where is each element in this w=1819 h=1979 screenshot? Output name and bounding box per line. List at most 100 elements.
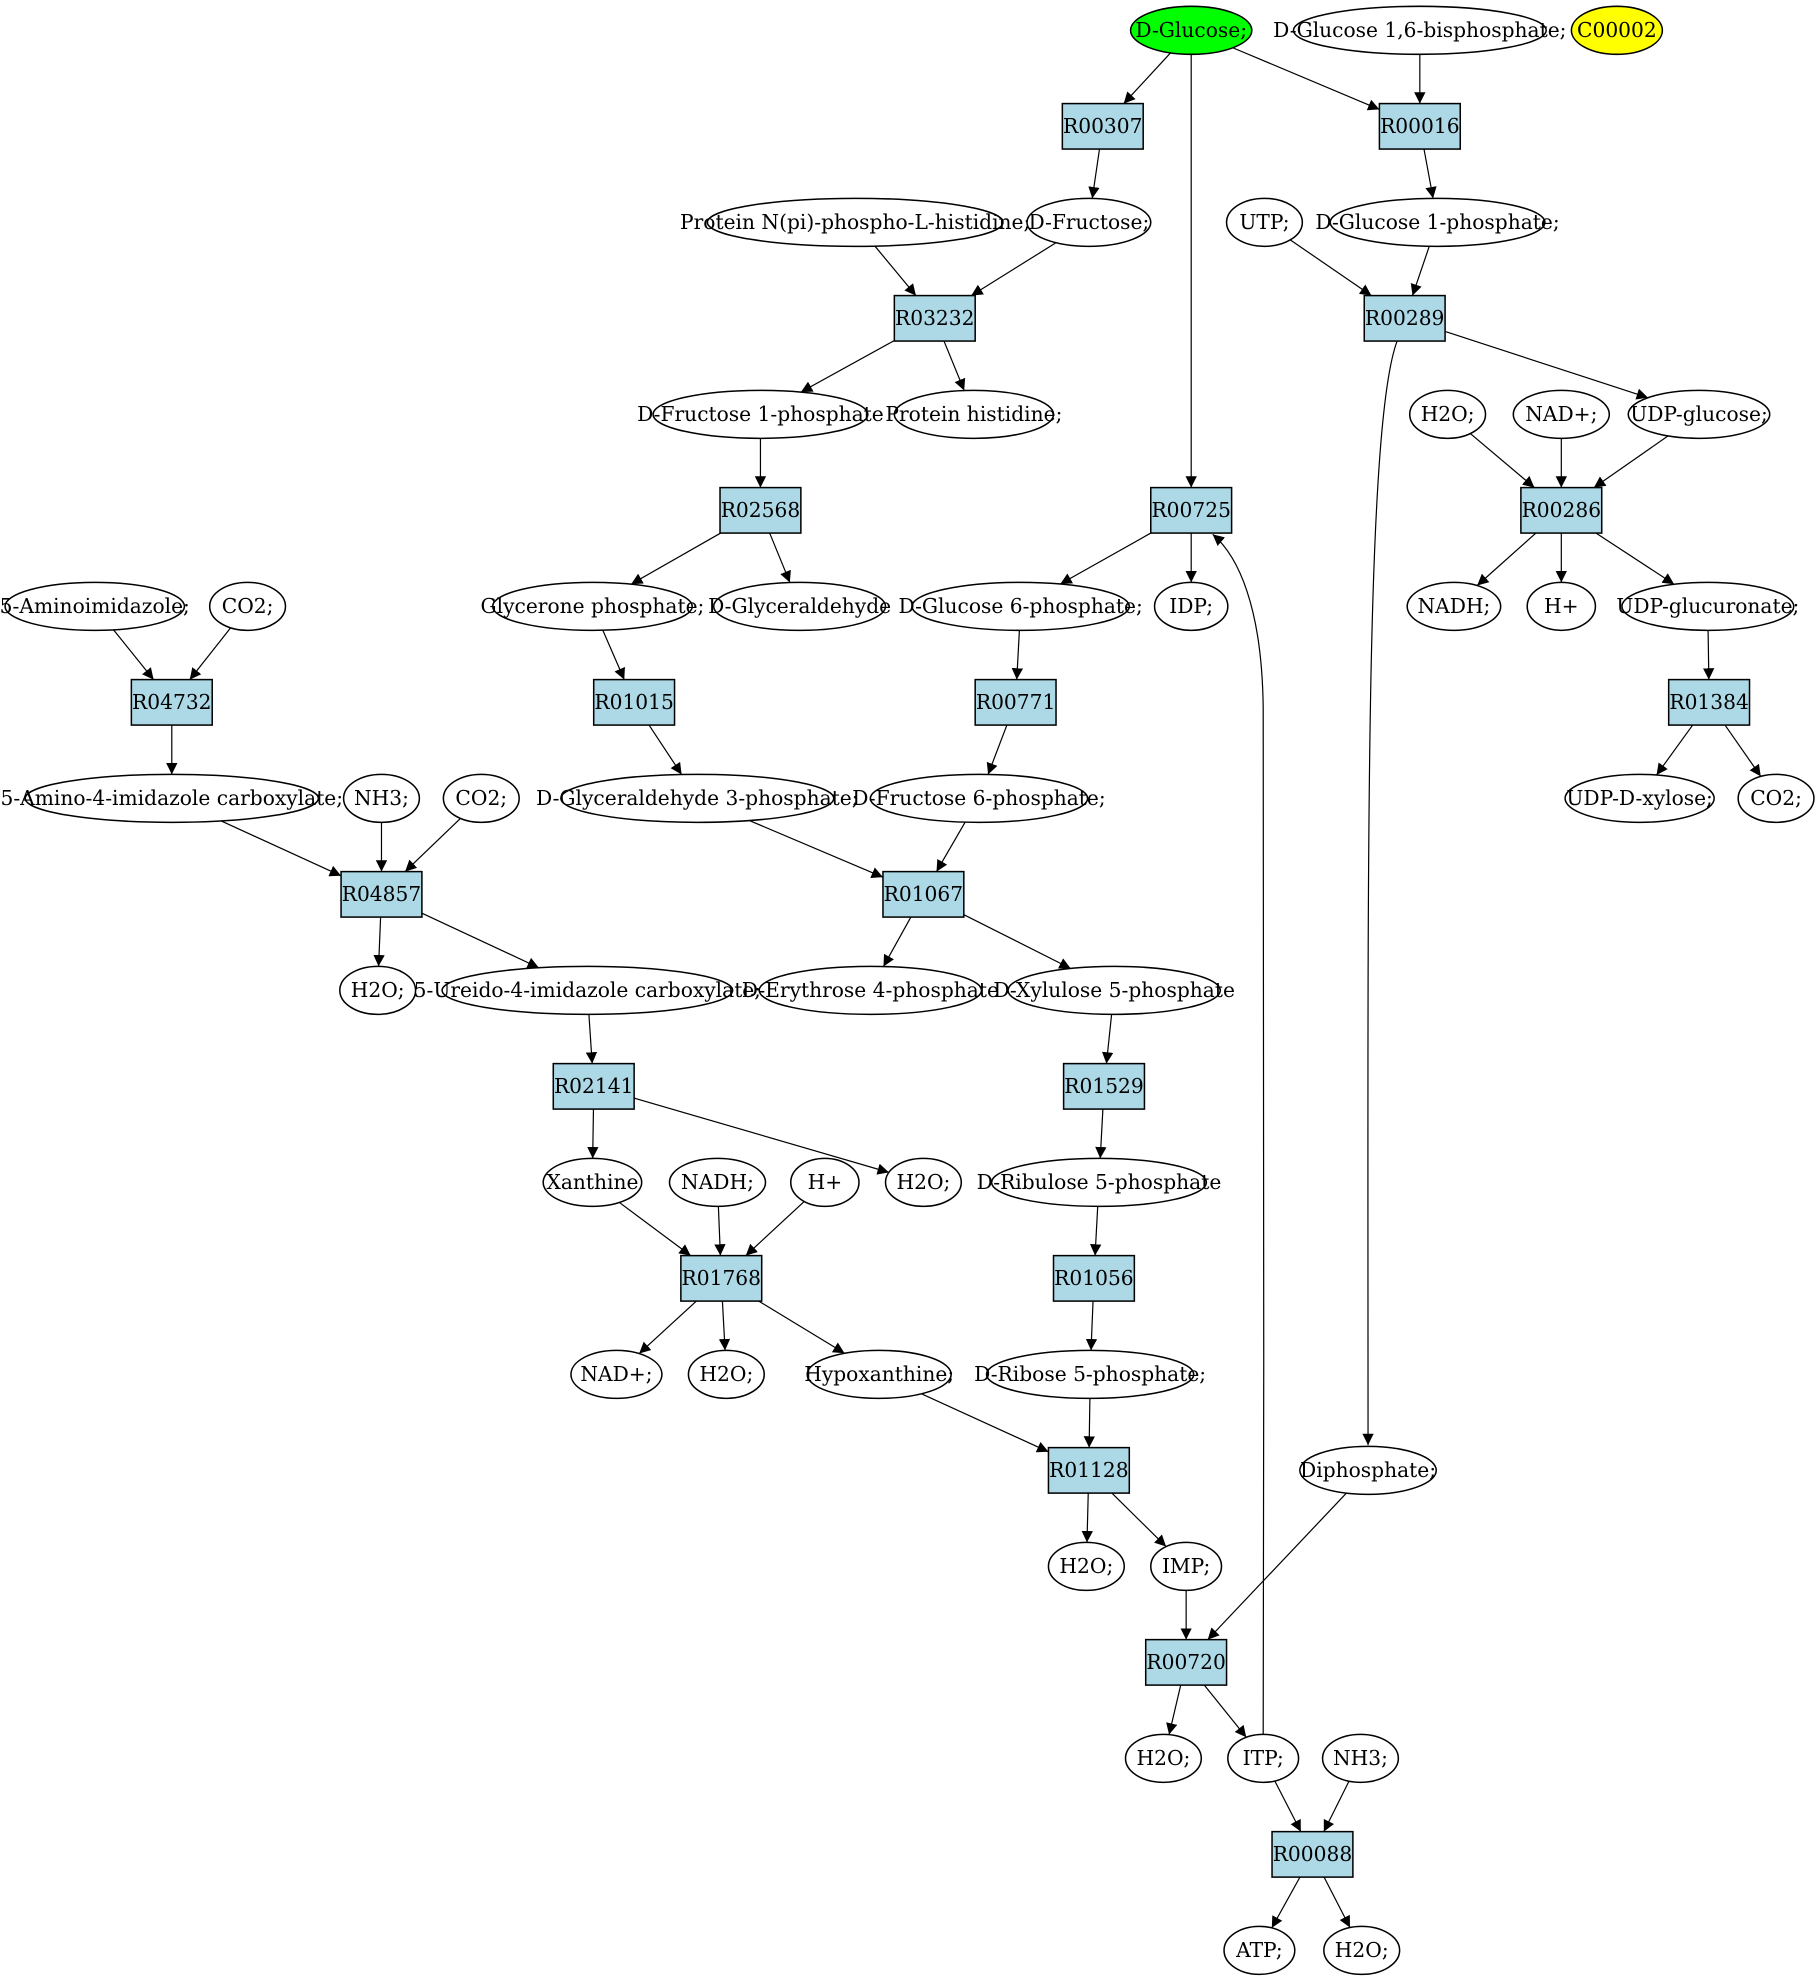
compound-node-h2o_b[interactable]: H2O; <box>339 965 417 1016</box>
compound-node-h2o_f[interactable]: H2O; <box>1124 1733 1203 1784</box>
compound-node-ery4p[interactable]: D-Erythrose 4-phosphate <box>742 965 999 1016</box>
compound-ellipse <box>893 389 1055 440</box>
compound-node-h2o_a[interactable]: H2O; <box>1408 389 1487 440</box>
reaction-node-r01768[interactable]: R01768 <box>680 1254 763 1302</box>
reaction-node-r01529[interactable]: R01529 <box>1062 1062 1146 1110</box>
compound-node-idp[interactable]: IDP; <box>1153 581 1229 632</box>
compound-ellipse <box>687 1349 765 1400</box>
reaction-node-r00720[interactable]: R00720 <box>1144 1638 1228 1686</box>
reaction-node-r01384[interactable]: R01384 <box>1667 678 1751 726</box>
compound-ellipse <box>1564 773 1715 824</box>
compound-node-udpglcA[interactable]: UDP-glucuronate; <box>1616 581 1799 632</box>
reaction-node-r01015[interactable]: R01015 <box>592 678 676 726</box>
compound-node-atp[interactable]: ATP; <box>1223 1925 1296 1976</box>
compound-node-fru1p[interactable]: D-Fructose 1-phosphate <box>637 389 884 440</box>
compound-node-aminoimid[interactable]: 5-Aminoimidazole; <box>0 581 190 632</box>
node-label: H2O; <box>699 1362 753 1386</box>
reaction-node-r00088[interactable]: R00088 <box>1271 1830 1354 1878</box>
edge-nadh_b-to-R01768 <box>714 1206 726 1255</box>
compound-node-hplus_b[interactable]: H+ <box>790 1157 860 1208</box>
compound-node-nadp_b[interactable]: NAD+; <box>570 1349 663 1400</box>
reaction-box <box>1061 102 1144 150</box>
reaction-node-r00016[interactable]: R00016 <box>1378 102 1462 150</box>
compound-ellipse <box>560 773 835 824</box>
reaction-node-r03232[interactable]: R03232 <box>893 294 976 342</box>
compound-ellipse <box>1406 581 1502 632</box>
reaction-node-r04857[interactable]: R04857 <box>340 870 423 918</box>
compound-node-xanthine[interactable]: Xanthine <box>542 1157 643 1208</box>
compound-node-nadh_a[interactable]: NADH; <box>1406 581 1502 632</box>
compound-node-udpglc[interactable]: UDP-glucose; <box>1627 389 1771 440</box>
reaction-node-r00289[interactable]: R00289 <box>1363 294 1446 342</box>
compound-node-nadh_b[interactable]: NADH; <box>668 1157 767 1208</box>
reaction-node-r00725[interactable]: R00725 <box>1150 486 1233 534</box>
compound-node-glc1p[interactable]: D-Glucose 1-phosphate; <box>1315 197 1560 248</box>
compound-node-co2_b[interactable]: CO2; <box>442 773 520 824</box>
compound-node-prothis[interactable]: Protein histidine; <box>885 389 1062 440</box>
compound-node-udpxyl[interactable]: UDP-D-xylose; <box>1564 773 1715 824</box>
compound-node-gap[interactable]: D-Glyceraldehyde 3-phosphate; <box>536 773 859 824</box>
compound-node-imp[interactable]: IMP; <box>1150 1541 1223 1592</box>
compound-node-ribu5p[interactable]: D-Ribulose 5-phosphate <box>977 1157 1222 1208</box>
compound-node-nh3_a[interactable]: NH3; <box>342 773 421 824</box>
compound-node-fru6p[interactable]: D-Fructose 6-phosphate; <box>852 773 1106 824</box>
compound-node-nadp_a[interactable]: NAD+; <box>1512 389 1611 440</box>
reaction-node-r00286[interactable]: R00286 <box>1520 486 1603 534</box>
reaction-node-r02141[interactable]: R02141 <box>552 1062 635 1110</box>
reaction-node-r00307[interactable]: R00307 <box>1061 102 1144 150</box>
compound-node-h2o_g[interactable]: H2O; <box>1323 1925 1401 1976</box>
compound-node-hplus_a[interactable]: H+ <box>1526 581 1597 632</box>
compound-ellipse <box>1227 1733 1300 1784</box>
reaction-node-r01056[interactable]: R01056 <box>1052 1254 1136 1302</box>
compound-node-utp[interactable]: UTP; <box>1225 197 1304 248</box>
compound-node-glyald[interactable]: D-Glyceraldehyde <box>708 581 891 632</box>
compound-ellipse <box>1292 5 1547 56</box>
edge-itp-to-R00088 <box>1275 1781 1301 1832</box>
reaction-node-r00771[interactable]: R00771 <box>974 678 1057 726</box>
node-label: D-Fructose; <box>1028 210 1149 234</box>
compound-node-protNpi[interactable]: Protein N(pi)-phospho-L-histidine; <box>680 197 1030 248</box>
compound-node-glc16bp[interactable]: D-Glucose 1,6-bisphosphate; <box>1273 5 1566 56</box>
compound-node-ureido[interactable]: 5-Ureido-4-imidazole carboxylate; <box>414 965 761 1016</box>
node-label: Protein histidine; <box>885 402 1062 426</box>
edge-ureido-to-R02141 <box>585 1014 598 1063</box>
compound-ellipse <box>4 581 186 632</box>
compound-node-glucose[interactable]: D-Glucose; <box>1129 5 1253 56</box>
compound-node-h2o_e[interactable]: H2O; <box>1047 1541 1126 1592</box>
edge-R00771-to-fru6p <box>986 725 1007 774</box>
edge-R00725-to-glc6p <box>1060 533 1150 584</box>
compound-ellipse <box>208 581 287 632</box>
compound-node-co2_c[interactable]: CO2; <box>1737 773 1815 824</box>
compound-node-fructose[interactable]: D-Fructose; <box>1026 197 1152 248</box>
reaction-node-r02568[interactable]: R02568 <box>719 486 802 534</box>
compound-node-dhap[interactable]: Glycerone phosphate; <box>481 581 705 632</box>
compound-node-nh3_b[interactable]: NH3; <box>1321 1733 1400 1784</box>
edge-glucose-to-R00307 <box>1124 53 1171 104</box>
compound-node-xyl5p[interactable]: D-Xylulose 5-phosphate <box>993 965 1235 1016</box>
edges-layer <box>114 48 1761 1928</box>
compound-node-aicarbox[interactable]: 5-Amino-4-imidazole carboxylate; <box>0 773 343 824</box>
compound-node-h2o_d[interactable]: H2O; <box>687 1349 765 1400</box>
compound-node-rib5p[interactable]: D-Ribose 5-phosphate; <box>974 1349 1206 1400</box>
edge-R00289-to-udpglc <box>1445 331 1648 400</box>
node-label: R02141 <box>554 1074 633 1098</box>
compound-node-itp[interactable]: ITP; <box>1227 1733 1300 1784</box>
compound-ellipse <box>790 1157 860 1208</box>
node-label: R02568 <box>721 498 800 522</box>
compound-ellipse <box>1627 389 1771 440</box>
compound-node-c00002[interactable]: C00002 <box>1570 5 1664 56</box>
compound-node-co2_a[interactable]: CO2; <box>208 581 287 632</box>
reaction-node-r01067[interactable]: R01067 <box>882 870 965 918</box>
compound-node-glc6p[interactable]: D-Glucose 6-phosphate; <box>899 581 1143 632</box>
reaction-node-r01128[interactable]: R01128 <box>1047 1446 1131 1494</box>
compound-ellipse <box>668 1157 767 1208</box>
compound-node-hypox[interactable]: Hypoxanthine; <box>804 1349 954 1400</box>
compound-ellipse <box>342 773 421 824</box>
node-label: Xanthine <box>546 1170 638 1194</box>
compound-node-h2o_c[interactable]: H2O; <box>884 1157 963 1208</box>
reaction-box <box>893 294 976 342</box>
node-label: D-Xylulose 5-phosphate <box>993 978 1235 1002</box>
reaction-node-r04732[interactable]: R04732 <box>130 678 213 726</box>
compound-node-diphos[interactable]: Diphosphate; <box>1299 1445 1438 1496</box>
node-label: D-Erythrose 4-phosphate <box>742 978 999 1002</box>
